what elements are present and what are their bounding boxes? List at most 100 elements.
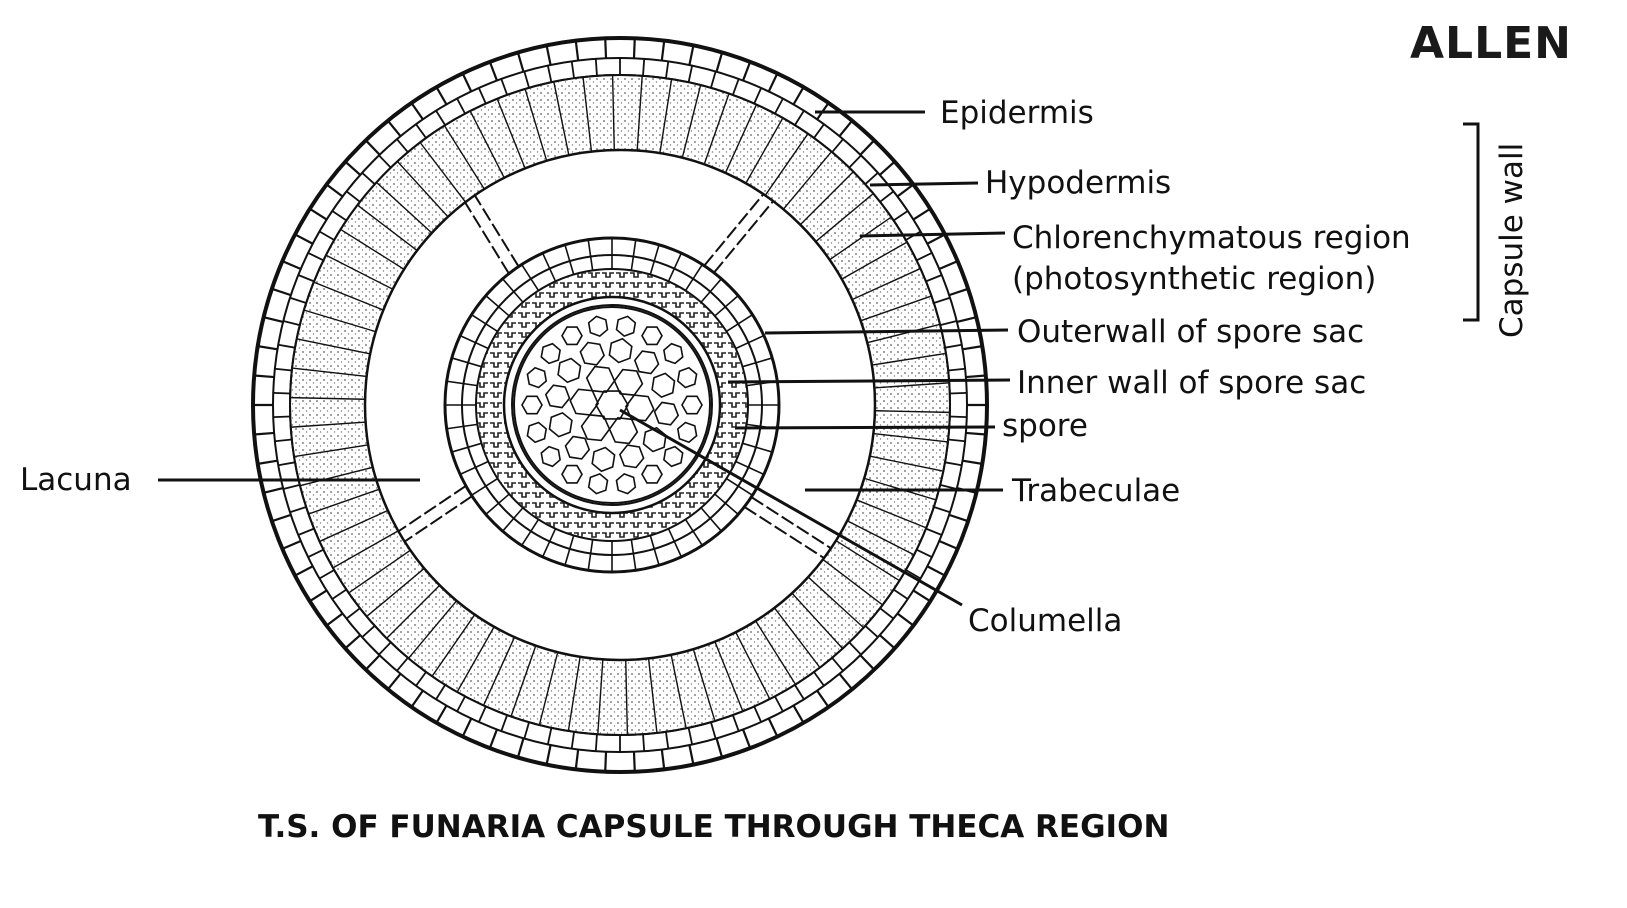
columella-cell [580, 414, 611, 442]
cell-wall [283, 483, 301, 490]
cell-wall [665, 61, 670, 79]
cell-wall [879, 160, 896, 176]
cell-wall [326, 255, 393, 290]
columella-cell [561, 464, 583, 484]
cell-wall [912, 207, 931, 221]
cell-wall [344, 634, 361, 650]
columella-cell [526, 366, 548, 389]
brand-logo: ALLEN [1410, 18, 1572, 69]
columella-cell [544, 384, 571, 409]
cell-wall [488, 61, 498, 81]
cell-wall [254, 431, 275, 436]
cell-wall [700, 278, 722, 303]
cell-wall [408, 601, 457, 659]
cell-wall [333, 530, 398, 568]
cell-wall [457, 627, 495, 692]
cell-wall [397, 161, 448, 217]
label-capsule-wall: Capsule wall [1494, 143, 1530, 338]
cell-wall [714, 493, 739, 515]
cell-wall [274, 367, 292, 372]
cell-wall [836, 540, 899, 581]
label-epidermis: Epidermis [940, 95, 1094, 131]
columella-cell [587, 315, 609, 338]
cell-wall [611, 76, 615, 150]
cell-wall [564, 244, 575, 275]
leader-outer-wall [764, 328, 1009, 335]
cell-wall [659, 79, 673, 153]
cell-wall [857, 499, 926, 529]
leader-chlorenchyma [859, 231, 1006, 238]
cell-wall [325, 183, 344, 198]
cell-wall [870, 455, 943, 472]
cell-wall [933, 506, 951, 514]
cell-wall [291, 421, 365, 428]
cell-wall [271, 287, 292, 297]
cell-wall [361, 625, 376, 638]
cell-wall [415, 671, 427, 687]
cell-wall [444, 126, 485, 189]
spore-sac [443, 236, 781, 574]
cell-wall [545, 744, 552, 765]
cell-wall [667, 528, 683, 558]
cell-wall [813, 123, 825, 139]
cell-wall [387, 673, 402, 690]
cell-wall [864, 625, 879, 638]
cell-wall [459, 460, 489, 476]
cell-wall [660, 749, 666, 770]
cell-wall [875, 410, 949, 414]
trabecula [473, 194, 520, 267]
columella-cell [521, 395, 543, 415]
cell-wall [304, 309, 376, 333]
cell-wall [660, 40, 666, 61]
cell-wall [715, 737, 724, 758]
cell-wall [725, 105, 757, 173]
columella [513, 306, 711, 504]
cell-wall [872, 352, 946, 366]
cell-wall [300, 466, 372, 487]
cell-wall [309, 207, 328, 221]
cell-wall [688, 45, 695, 66]
cell-wall [331, 210, 347, 222]
label-spore: spore [1002, 408, 1088, 444]
trabecula [464, 201, 510, 275]
columella-cell [569, 388, 600, 416]
cell-wall [852, 268, 920, 300]
cell-wall [319, 230, 335, 241]
cell-wall [956, 316, 977, 324]
columella-cell [540, 445, 561, 468]
cell-wall [278, 461, 296, 467]
cell-wall [753, 706, 762, 723]
columella-cell [615, 472, 637, 495]
cell-wall [461, 718, 473, 738]
cell-wall [297, 338, 370, 355]
cell-wall [271, 513, 292, 523]
cell-wall [868, 323, 940, 344]
leader-hypodermis [869, 181, 979, 187]
cell-wall [386, 585, 440, 639]
cell-wall [435, 110, 446, 126]
cell-wall [488, 729, 498, 749]
cell-wall [510, 646, 537, 716]
cell-wall [949, 391, 967, 395]
cell-wall [470, 111, 505, 178]
cell-wall [376, 182, 432, 233]
cell-wall [346, 607, 361, 620]
cell-wall [341, 229, 404, 270]
cell-wall [742, 442, 773, 453]
cell-wall [387, 120, 402, 137]
cell-wall [649, 244, 660, 275]
cell-wall [926, 565, 946, 577]
cell-wall [257, 459, 278, 465]
cell-wall [500, 78, 508, 96]
cell-wall [848, 154, 862, 169]
cell-wall [485, 493, 510, 515]
columella-cell [676, 421, 698, 444]
cell-wall [670, 655, 687, 728]
cell-wall [665, 731, 670, 749]
label-chlorenchyma-sub: (photosynthetic region) [1012, 261, 1376, 297]
cell-wall [879, 607, 894, 620]
cell-wall [289, 296, 307, 304]
cell-wall [294, 233, 314, 245]
cell-wall [307, 252, 324, 262]
